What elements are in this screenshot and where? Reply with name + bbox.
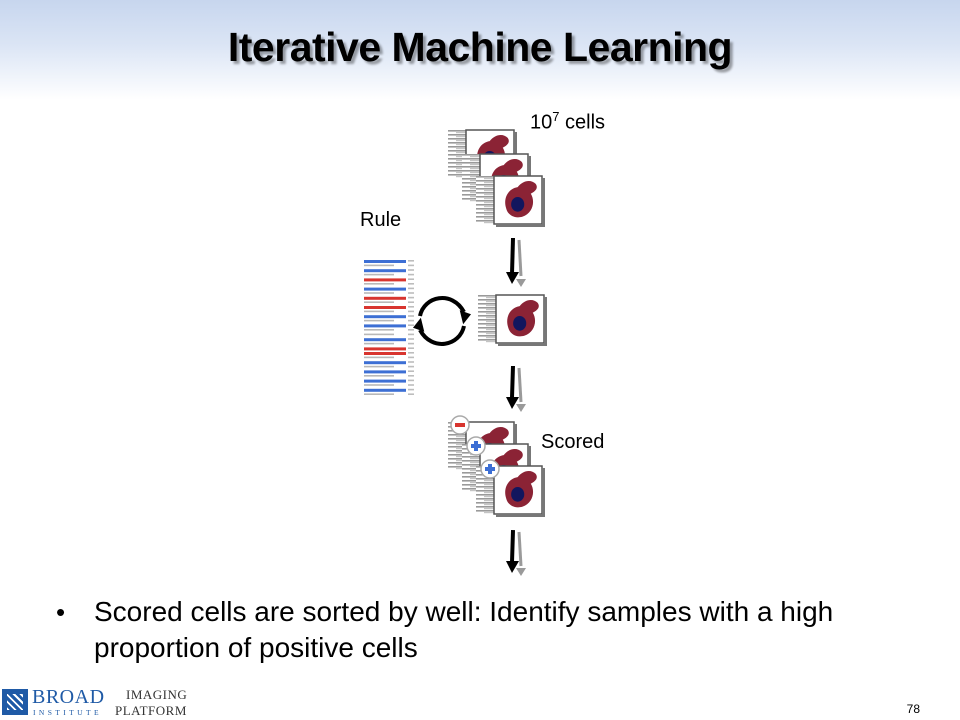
- rule-bar-tick: [408, 310, 414, 313]
- rule-bar: [364, 306, 406, 309]
- rule-bar-tick: [408, 370, 414, 372]
- rule-bar-tick: [408, 333, 414, 336]
- rule-bar: [364, 361, 406, 365]
- rule-bar-tick: [408, 379, 414, 382]
- rule-bar: [364, 342, 394, 345]
- rule-bar: [364, 365, 394, 368]
- rule-bar: [364, 375, 394, 377]
- rule-bar-tick: [408, 319, 414, 322]
- rule-bar: [364, 287, 406, 291]
- down-arrow: [506, 237, 526, 287]
- plus-score-icon: [466, 436, 486, 456]
- rule-bar-tick: [408, 264, 414, 267]
- rule-bar: [364, 370, 406, 374]
- rule-bar-tick: [408, 301, 414, 303]
- rule-bar: [364, 329, 394, 331]
- rule-bar-tick: [408, 365, 414, 368]
- rule-label: Rule: [360, 209, 402, 231]
- rule-bar: [364, 324, 406, 328]
- cell-count-label: 107 cells: [530, 109, 606, 134]
- single-cell-image: [478, 295, 547, 346]
- rule-bar: [364, 315, 406, 319]
- cell-image-stack: [448, 130, 545, 227]
- rule-bar-tick: [408, 292, 414, 294]
- rule-bar-tick: [408, 361, 414, 363]
- down-arrow: [506, 365, 526, 412]
- rule-bar-tick: [408, 375, 414, 377]
- rule-feature-bars: [364, 258, 416, 398]
- plus-score-icon: [480, 459, 500, 479]
- scored-cell-stack: [448, 415, 545, 517]
- slide-title: Iterative Machine Learning: [227, 24, 733, 70]
- scored-label: Scored: [541, 431, 605, 453]
- header-band: [0, 0, 960, 100]
- rule-bar-tick: [408, 329, 414, 331]
- rule-bar: [364, 264, 394, 267]
- rule-bar-tick: [408, 260, 414, 262]
- rule-bar: [364, 301, 394, 303]
- bullet-marker: •: [56, 597, 66, 627]
- rule-bar: [364, 292, 394, 294]
- down-arrow: [506, 529, 526, 576]
- rule-bar: [364, 352, 406, 355]
- rule-bar: [364, 283, 394, 285]
- rule-bar-tick: [408, 306, 414, 308]
- rule-bar-tick: [408, 342, 414, 345]
- rule-bar: [364, 269, 406, 273]
- rule-bar-tick: [408, 393, 414, 395]
- rule-bar: [364, 338, 406, 342]
- rule-bar: [364, 379, 406, 383]
- rule-bar: [364, 319, 394, 322]
- minus-score-icon: [450, 415, 470, 435]
- rule-bar-tick: [408, 296, 414, 299]
- broad-logo-icon: [2, 689, 28, 715]
- rule-bar-tick: [408, 338, 414, 340]
- rule-bar-tick: [408, 356, 414, 359]
- rule-bar: [364, 273, 394, 276]
- page-number: 78: [906, 702, 920, 716]
- rule-bar-tick: [408, 273, 414, 276]
- rule-bar-tick: [408, 315, 414, 317]
- rule-bar-tick: [408, 278, 414, 280]
- rule-bar: [364, 393, 394, 395]
- rule-bar-tick: [408, 283, 414, 285]
- rule-bar-tick: [408, 324, 414, 326]
- rule-bar-tick: [408, 388, 414, 391]
- rule-bar: [364, 278, 406, 282]
- rule-bar-tick: [408, 347, 414, 349]
- bullet-item: Scored cells are sorted by well: Identif…: [94, 596, 834, 663]
- rule-bar: [364, 384, 394, 386]
- rule-bar: [364, 333, 394, 336]
- rule-bar: [364, 347, 406, 351]
- rule-bar: [364, 356, 394, 359]
- rule-bar: [364, 310, 394, 313]
- broad-institute-logo: BROAD INSTITUTE IMAGING PLATFORM: [2, 686, 202, 720]
- rule-bar-tick: [408, 352, 414, 354]
- rule-bar-tick: [408, 287, 414, 290]
- rule-bar: [364, 296, 406, 300]
- rule-bar-tick: [408, 384, 414, 386]
- iteration-cycle-icon: [412, 296, 472, 346]
- rule-bar-tick: [408, 269, 414, 271]
- rule-bar: [364, 388, 406, 392]
- rule-bar: [364, 260, 406, 263]
